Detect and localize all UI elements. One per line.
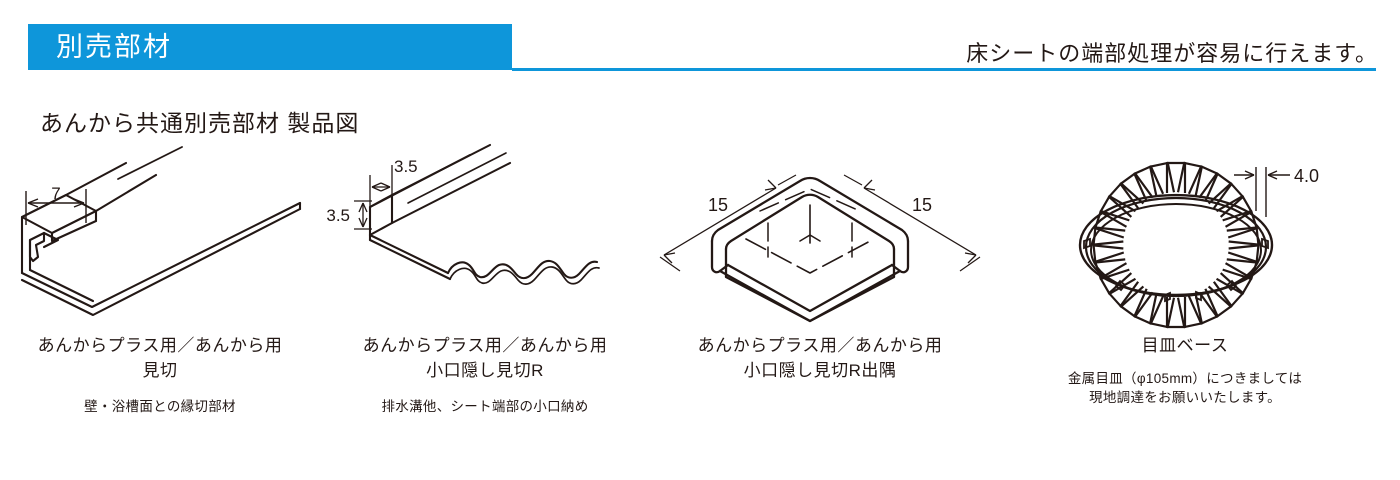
figure-koguchi-r: 3.5 3.5 あんからプラス用／あんから用 小口隠し見切R	[320, 143, 650, 445]
caption-line-2: 小口隠し見切R	[426, 360, 544, 380]
figure-mezara-base: 4.0 目皿ベース 金属目皿（φ105mm）につきましては 現地調達をお願いいた…	[990, 145, 1380, 445]
migiri-svg: 7	[20, 146, 302, 317]
caption-line-1: 目皿ベース	[1141, 336, 1229, 355]
figure-koguchi-r-corner-drawing: 15 15	[650, 145, 990, 330]
dimension-label: 15	[708, 195, 728, 215]
figure-note: 金属目皿（φ105mm）につきましては 現地調達をお願いいたします。	[1068, 369, 1302, 408]
caption-line-1: あんからプラス用／あんから用	[362, 336, 608, 355]
banner-title: 別売部材	[56, 31, 172, 62]
figure-note: 壁・浴槽面との縁切部材	[84, 397, 236, 417]
note-line-1: 金属目皿（φ105mm）につきましては	[1067, 370, 1303, 386]
note-line-2: 現地調達をお願いいたします。	[1089, 390, 1281, 406]
figure-caption: あんからプラス用／あんから用 小口隠し見切R	[363, 334, 608, 383]
figure-note: 排水溝他、シート端部の小口納め	[382, 397, 589, 417]
caption-line-2: 見切	[142, 360, 178, 380]
caption-line-1: あんからプラス用／あんから用	[697, 336, 943, 355]
figure-mezara-base-drawing: 4.0	[990, 145, 1380, 330]
dimension-label: 15	[912, 195, 932, 215]
figure-koguchi-r-corner: 15 15 あんからプラス用／あんから用 小口隠し見切R出隅	[650, 145, 990, 445]
caption-line-1: あんからプラス用／あんから用	[37, 336, 283, 355]
dimension-label: 3.5	[394, 157, 418, 176]
page-header: 別売部材 床シートの端部処理が容易に行えます。	[0, 0, 1400, 90]
koguchi-r-svg: 3.5 3.5	[326, 143, 600, 285]
dimension-label: 3.5	[326, 206, 350, 225]
koguchi-corner-svg: 15 15	[659, 174, 981, 323]
dimension-label: 7	[51, 184, 60, 203]
figure-row: 7 あんからプラス用／あんから用 見切 壁・浴槽面との縁切部材	[0, 143, 1400, 445]
mezara-base-svg: 4.0	[1078, 161, 1319, 329]
figure-caption: 目皿ベース	[1142, 334, 1229, 359]
figure-koguchi-r-drawing: 3.5 3.5	[320, 143, 650, 330]
figure-caption: あんからプラス用／あんから用 見切	[38, 334, 283, 383]
figure-migiri: 7 あんからプラス用／あんから用 見切 壁・浴槽面との縁切部材	[0, 145, 320, 445]
header-note: 床シートの端部処理が容易に行えます。	[966, 41, 1378, 66]
figure-migiri-drawing: 7	[0, 145, 320, 330]
note-line-1: 排水溝他、シート端部の小口納め	[381, 399, 589, 415]
header-rule	[512, 68, 1376, 71]
figure-caption: あんからプラス用／あんから用 小口隠し見切R出隅	[698, 334, 943, 383]
caption-line-2: 小口隠し見切R出隅	[743, 360, 897, 380]
dimension-label: 4.0	[1294, 166, 1319, 186]
page-title: あんから共通別売部材 製品図	[40, 110, 360, 136]
note-line-1: 壁・浴槽面との縁切部材	[84, 399, 236, 415]
section-banner: 別売部材	[28, 24, 512, 70]
